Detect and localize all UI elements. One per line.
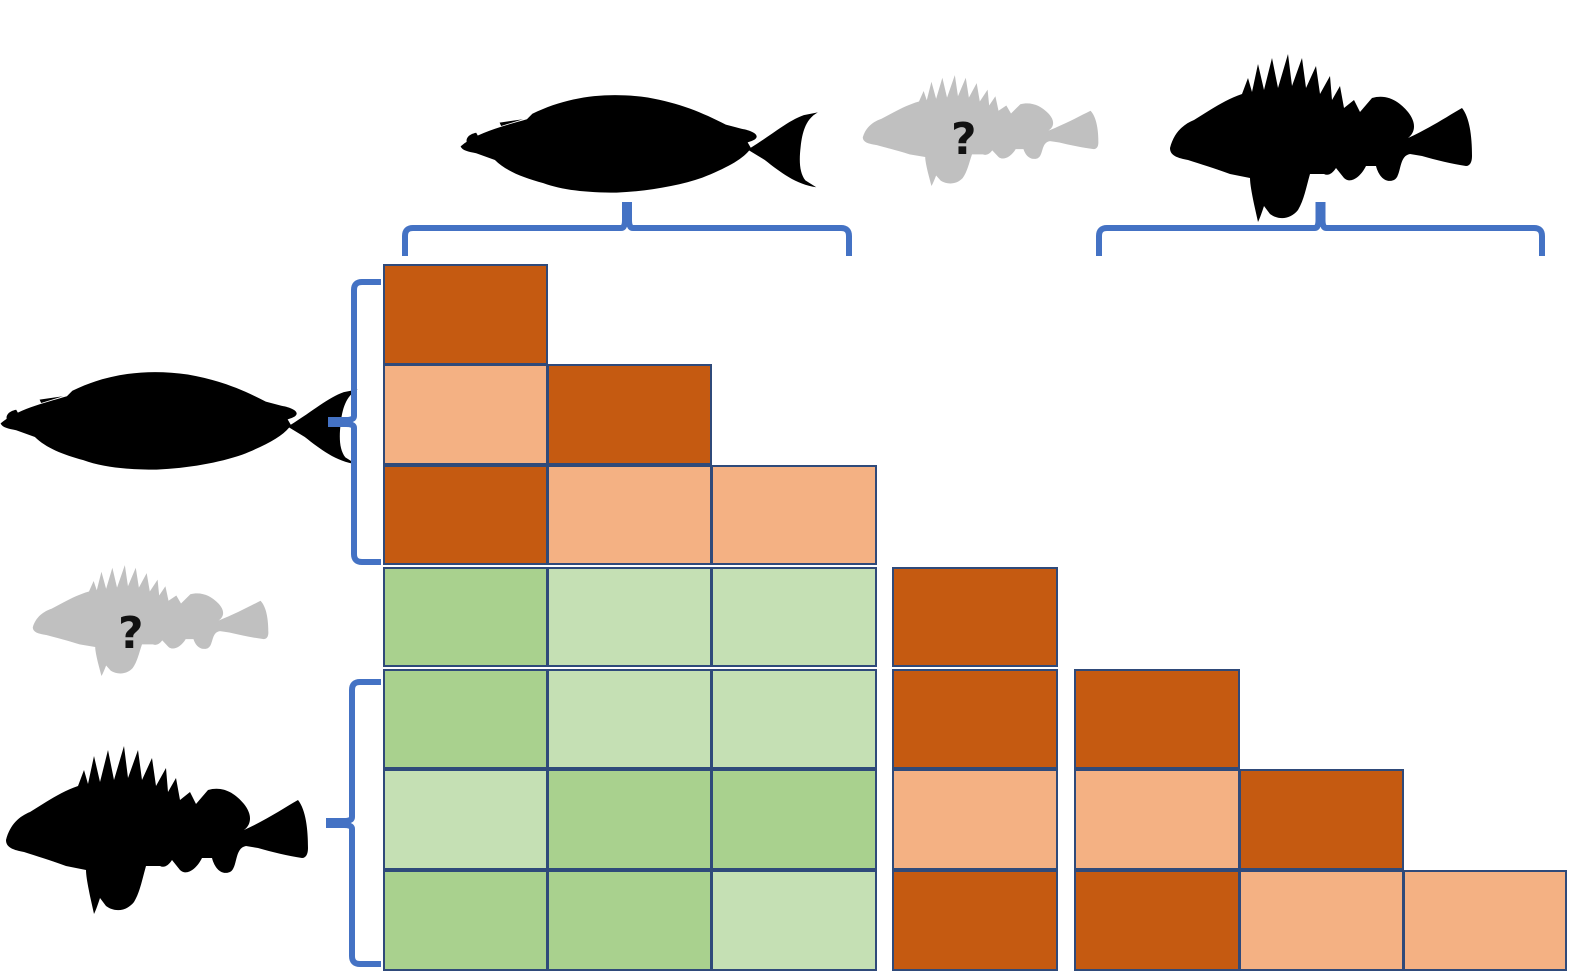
- matrix-cell-r5-c5: [1074, 669, 1240, 769]
- unknown-scorpionfish-icon: ?: [862, 75, 1099, 187]
- matrix-cell-r7-c5: [1074, 870, 1240, 971]
- unknown-mark-left: ?: [118, 608, 144, 659]
- surgeonfish-icon: [460, 95, 818, 193]
- matrix-cell-r4-c3: [711, 567, 877, 667]
- matrix-cell-r7-c4: [892, 870, 1058, 971]
- matrix-cell-r6-c4: [892, 769, 1058, 870]
- matrix-cell-r7-c7: [1403, 870, 1567, 971]
- matrix-cell-r2-c1: [383, 364, 548, 465]
- matrix-cell-r3-c2: [547, 465, 712, 565]
- matrix-cell-r6-c3: [711, 769, 877, 870]
- matrix-cell-r5-c1: [383, 669, 548, 769]
- matrix-cell-r3-c1: [383, 465, 548, 565]
- matrix-cell-r5-c2: [547, 669, 712, 769]
- matrix-cell-r6-c6: [1239, 769, 1404, 870]
- matrix-cell-r4-c1: [383, 567, 548, 667]
- matrix-cell-r4-c4: [892, 567, 1058, 667]
- matrix-cell-r5-c4: [892, 669, 1058, 769]
- scorpionfish-icon: [1170, 54, 1472, 222]
- matrix-cell-r5-c3: [711, 669, 877, 769]
- top-bracket-group-b: [1096, 202, 1545, 256]
- matrix-cell-r3-c3: [711, 465, 877, 565]
- matrix-cell-r7-c1: [383, 870, 548, 971]
- unknown-scorpionfish-icon: ?: [32, 565, 269, 677]
- matrix-cell-r6-c2: [547, 769, 712, 870]
- scorpionfish-icon: [6, 746, 308, 914]
- group-brackets: [326, 202, 1545, 967]
- matrix-cells: [383, 264, 1567, 971]
- matrix-cell-r4-c2: [547, 567, 712, 667]
- matrix-cell-r6-c1: [383, 769, 548, 870]
- matrix-cell-r7-c3: [711, 870, 877, 971]
- surgeonfish-icon: [0, 372, 358, 470]
- top-bracket-group-a: [402, 202, 852, 256]
- left-bracket-group-a: [328, 279, 381, 565]
- matrix-cell-r6-c5: [1074, 769, 1240, 870]
- matrix-cell-r2-c2: [547, 364, 712, 465]
- matrix-cell-r7-c6: [1239, 870, 1404, 971]
- unknown-mark-top: ?: [951, 114, 977, 165]
- matrix-cell-r7-c2: [547, 870, 712, 971]
- left-bracket-group-b: [326, 679, 381, 967]
- matrix-cell-r1-c1: [383, 264, 548, 365]
